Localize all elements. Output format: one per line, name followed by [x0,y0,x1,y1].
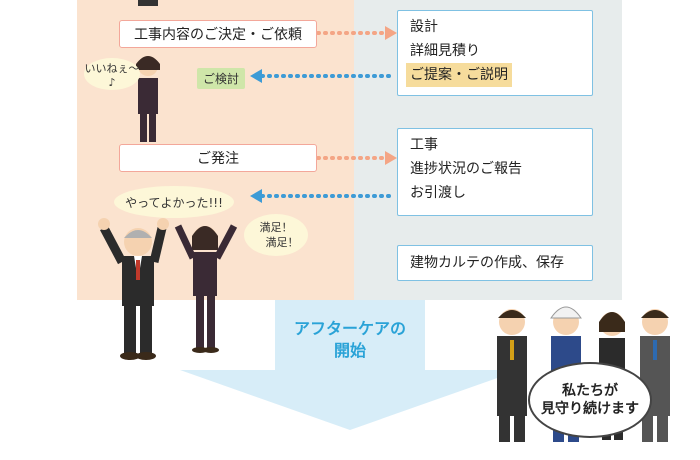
speech-manzoku-1: 満足！ [259,221,293,234]
speech-manzoku-2: 満足！ [265,236,299,249]
team-message-line-2: 見守り続けます [541,401,639,417]
aftercare-line-2: 開始 [333,341,366,360]
speech-bubble-manzoku: 満足！ 満足！ [244,214,308,256]
speech-iine-text: いいねぇ～♪ [84,61,140,89]
team-member-4 [640,309,670,442]
construction-item-1: 工事 [410,137,438,153]
woman-figure-top [136,0,160,142]
design-item-1: 設計 [410,19,438,35]
construction-item-2: 進捗状況のご報告 [410,161,522,177]
design-item-3: ご提案・ご説明 [406,63,512,87]
arrow-request-head [385,26,397,40]
step-order-label: ご発注 [197,151,239,167]
woman-figure-cheering [174,224,238,353]
arrow-order-head [385,151,397,165]
record-item: 建物カルテの作成、保存 [410,255,564,271]
team-message-bubble: 私たちが 見守り続けます [528,362,652,438]
record-box: 建物カルテの作成、保存 [397,245,593,281]
step-order-box: ご発注 [119,144,317,172]
step-request-label: 工事内容のご決定・ご依頼 [134,27,302,43]
arrow-delivery-head [250,189,262,203]
step-request-box: 工事内容のご決定・ご依頼 [119,20,317,48]
aftercare-line-1: アフターケアの [293,319,406,338]
aftercare-band [275,300,425,370]
speech-yatte-text: やってよかった!!! [125,195,223,210]
team-message-line-1: 私たちが [562,383,618,399]
speech-bubble-iine: いいねぇ～♪ [84,58,140,90]
consider-tag: ご検討 [197,68,246,89]
consider-tag-label: ご検討 [203,72,240,86]
aftercare-arrow [180,370,520,430]
construction-box: 工事 進捗状況のご報告 お引渡し [397,128,593,216]
aftercare-label: アフターケアの 開始 [275,318,425,362]
design-item-2: 詳細見積り [410,43,480,59]
design-box: 設計 詳細見積り ご提案・ご説明 [397,10,593,96]
construction-item-3: お引渡し [410,185,466,201]
team-member-1 [497,309,527,442]
arrow-proposal-head [250,69,262,83]
speech-bubble-yatte: やってよかった!!! [114,186,234,218]
man-figure-cheering [98,218,169,360]
